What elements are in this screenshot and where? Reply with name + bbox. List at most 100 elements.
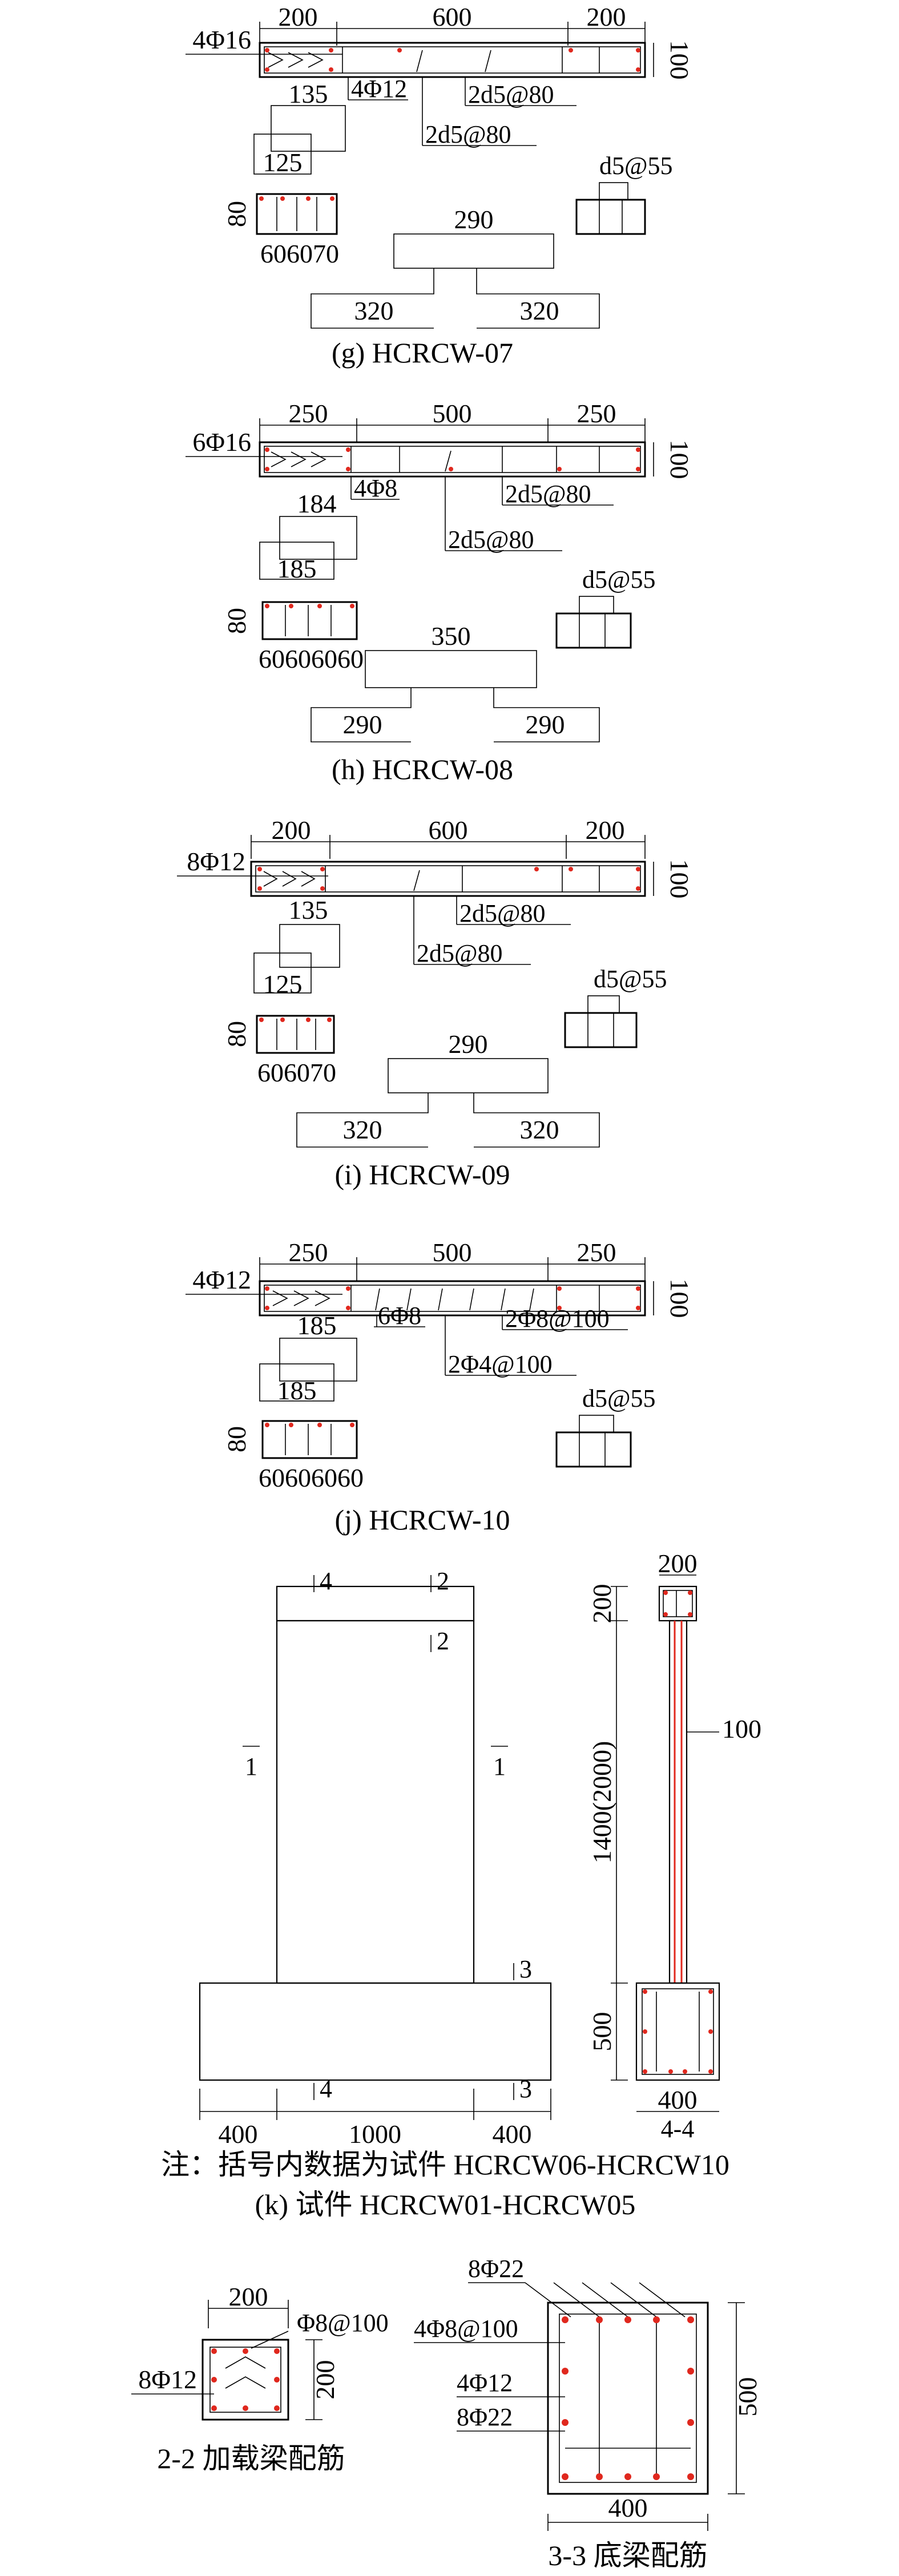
panel-i-bar-label: 8Φ12 [187,847,245,876]
panel-j-bar-label: 4Φ12 [192,1265,251,1294]
panel-h-bar-label: 6Φ16 [192,427,251,457]
panel-h-tie-dim-3: 290 [526,710,565,739]
panel-i-link: d5@55 [594,965,667,993]
panel-g-tie-3: 2d5@80 [425,120,511,148]
panel-g-tie-dim-1: 290 [454,205,494,234]
panel-g-column-dims: 606070 [260,239,339,268]
panel-h-dim-2: 500 [433,399,472,428]
panel-j-tie-2: 2Φ8@100 [505,1305,610,1333]
section-mark-3-top: 3 [519,1955,532,1983]
panel-i-hoop-dim-1: 135 [289,895,328,924]
base-dim-1: 400 [219,2119,258,2149]
section-mark-3-bottom: 3 [519,2075,532,2103]
base-dim-2: 1000 [349,2119,401,2149]
panel-g-column-height: 80 [222,201,251,227]
panel-g-hoop-dim-2: 125 [263,148,303,177]
panel-g-thickness: 100 [665,41,694,80]
side-dim-beam: 200 [587,1584,616,1624]
panel-h-tie-1: 4Φ8 [354,474,397,502]
side-dim-top: 200 [658,1549,698,1578]
panel-j-column-dims: 60606060 [259,1463,364,1492]
panel-i-tie-dim-2: 320 [343,1115,382,1144]
panel-i-dim-1: 200 [272,815,311,845]
panel-h-hoop-dim-1: 184 [297,489,337,518]
panel-g: 200 600 200 4Φ16 100 4Φ12 2d5@80 2d5@80 [186,2,694,369]
section-mark-4-top: 4 [320,1567,332,1595]
section-33-caption: 3-3 底梁配筋 [548,2539,707,2571]
panel-h-hoop-dim-2: 185 [277,554,317,583]
base-dim-3: 400 [493,2119,532,2149]
panel-h-thickness: 100 [665,440,694,479]
section-33-width: 400 [608,2493,648,2522]
section-33-top-bars: 8Φ22 [468,2255,524,2283]
panel-h-dim-1: 250 [289,399,328,428]
panel-h-tie-3: 2d5@80 [448,526,534,554]
panel-j-dim-2: 500 [433,1238,472,1267]
panel-h-column-height: 80 [222,608,251,634]
panel-g-dim-2: 600 [433,2,472,31]
side-dim-base: 500 [587,2012,616,2052]
elevation-note: 注：括号内数据为试件 HCRCW06-HCRCW10 [161,2149,729,2181]
section-mark-2-mid: 2 [437,1627,449,1655]
panel-j-dim-1: 250 [289,1238,328,1267]
panel-h-dim-3: 250 [577,399,616,428]
panel-j-caption: (j) HCRCW-10 [335,1504,510,1536]
section-22-width: 200 [229,2282,268,2311]
section-22-caption: 2-2 加载梁配筋 [157,2442,345,2474]
panel-g-caption: (g) HCRCW-07 [332,337,513,369]
panel-j-tie-3: 2Φ4@100 [448,1350,553,1378]
panel-h-caption: (h) HCRCW-08 [332,753,513,785]
section-2-2: 200 Φ8@100 8Φ12 200 2-2 加载梁配筋 [131,2282,389,2474]
panel-i-tie-1: 2d5@80 [459,899,546,927]
panel-h: 250 500 250 6Φ16 100 4Φ8 2d5@80 2d5@80 1… [186,399,694,785]
panel-i-hoop-dim-2: 125 [263,970,303,999]
panel-j-thickness: 100 [665,1279,694,1318]
panel-i-column-dims: 606070 [257,1058,336,1087]
side-dim-bottom: 400 [658,2085,698,2114]
panel-h-column-dims: 60606060 [259,644,364,673]
elevation-caption: (k) 试件 HCRCW01-HCRCW05 [255,2189,636,2220]
panel-i-thickness: 100 [665,859,694,899]
panel-j-hoop-dim-1: 185 [297,1311,337,1340]
section-33-mid-bars: 4Φ12 [457,2369,513,2397]
panel-h-tie-dim-1: 350 [432,621,471,651]
panel-j-tie-1: 6Φ8 [378,1302,421,1330]
panel-i: 200 600 200 8Φ12 100 2d5@80 2d5@80 135 1… [177,815,694,1190]
panel-j-link: d5@55 [582,1384,656,1412]
section-mark-4-bottom: 4 [320,2075,332,2103]
panel-g-dim-1: 200 [279,2,318,31]
panel-i-dim-3: 200 [586,815,625,845]
panel-j-dim-3: 250 [577,1238,616,1267]
panel-g-tie-2: 2d5@80 [468,80,554,108]
panel-h-tie-2: 2d5@80 [505,480,591,508]
panel-g-tie-dim-2: 320 [354,296,394,325]
panel-g-link: d5@55 [599,152,673,180]
section-mark-1-left: 1 [245,1753,257,1780]
panel-h-link: d5@55 [582,566,656,593]
panel-i-column-height: 80 [222,1021,251,1047]
panel-g-bar-label: 4Φ16 [192,25,251,54]
side-dim-web: 100 [722,1714,761,1743]
section-33-bottom-bars: 8Φ22 [457,2403,513,2431]
panel-i-dim-2: 600 [429,815,468,845]
panel-i-tie-dim-1: 290 [449,1029,488,1059]
panel-i-caption: (i) HCRCW-09 [335,1158,510,1190]
section-22-stirrup: Φ8@100 [297,2309,389,2337]
panel-j: 250 500 250 4Φ12 100 6Φ8 2Φ8@100 2Φ4@100 [186,1238,694,1536]
section-33-stirrup: 4Φ8@100 [414,2315,518,2343]
section-mark-2-top: 2 [437,1567,449,1595]
panel-i-tie-dim-3: 320 [520,1115,559,1144]
panel-i-tie-2: 2d5@80 [417,939,503,967]
elevation-view: 4 2 2 1 1 3 4 3 400 1000 400 200 [161,1549,761,2220]
panel-g-dim-3: 200 [587,2,626,31]
section-mark-1-right: 1 [493,1753,506,1780]
section-22-height: 200 [311,2360,340,2400]
section-3-3: 8Φ22 4Φ8@100 4Φ12 8Φ22 500 400 3-3 底 [414,2255,762,2571]
side-dim-height: 1400(2000) [587,1741,616,1864]
section-22-bars: 8Φ12 [138,2365,197,2394]
panel-j-column-height: 80 [222,1426,251,1452]
panel-j-hoop-dim-2: 185 [277,1376,317,1405]
side-section-label: 4-4 [661,2115,695,2143]
panel-h-tie-dim-2: 290 [343,710,382,739]
